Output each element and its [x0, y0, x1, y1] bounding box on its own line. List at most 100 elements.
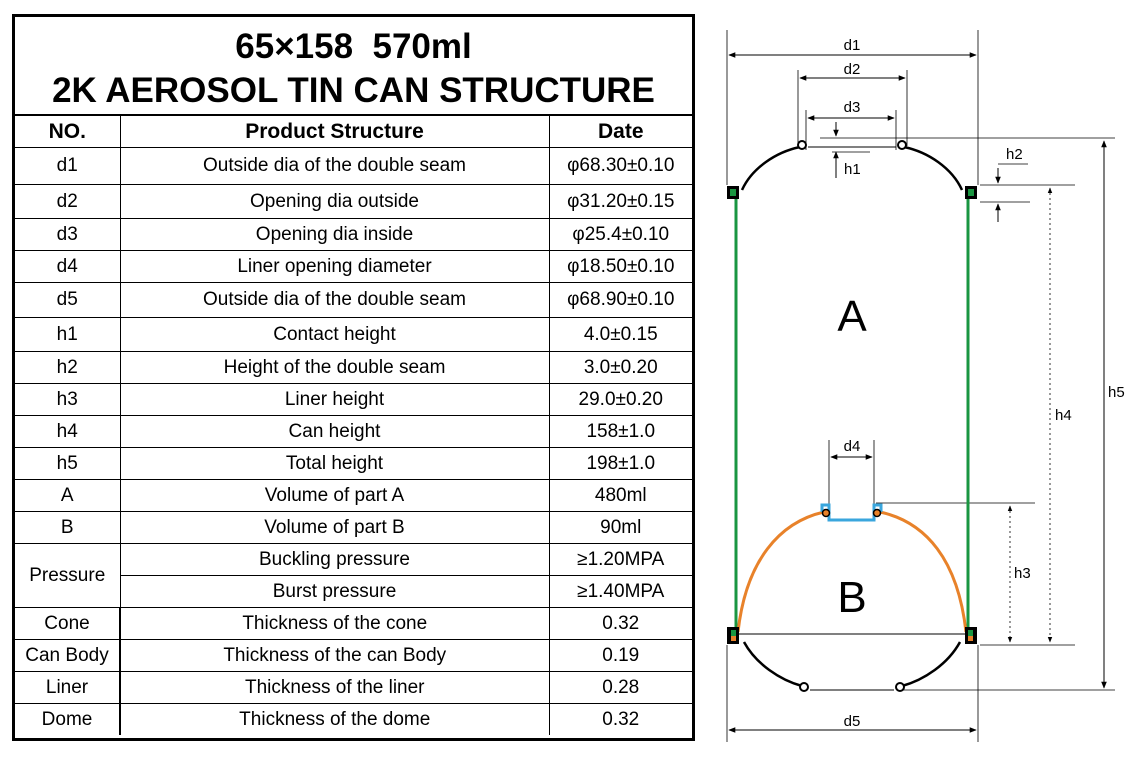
- pressure-label: Pressure: [15, 543, 121, 608]
- row-no: d2: [15, 184, 121, 219]
- dimension-h3: h3: [876, 502, 1035, 643]
- top-curl-left: [797, 140, 807, 150]
- dimension-d2: d2: [797, 61, 908, 146]
- liner-dome: [736, 510, 968, 633]
- top-seam-right: [965, 186, 977, 199]
- table-row: Burst pressure ≥1.40MPA: [15, 575, 692, 608]
- row-no: d4: [15, 250, 121, 283]
- dimension-d1: d1: [726, 30, 979, 185]
- bottom-curl-right: [895, 682, 905, 692]
- row-value: 0.32: [548, 607, 692, 640]
- row-no: d1: [15, 147, 121, 185]
- row-no: Dome: [15, 703, 121, 735]
- table-header-row: NO. Product Structure Date: [15, 116, 692, 148]
- part-label-a: A: [837, 292, 867, 341]
- row-structure: Thickness of the cone: [119, 607, 550, 640]
- row-structure: Outside dia of the double seam: [119, 282, 550, 318]
- table-row: d5 Outside dia of the double seam φ68.90…: [15, 282, 692, 318]
- label-h2: h2: [1006, 146, 1023, 163]
- liner-curl-left: [821, 508, 831, 518]
- row-value: 3.0±0.20: [548, 351, 692, 384]
- table-row: h2 Height of the double seam 3.0±0.20: [15, 351, 692, 384]
- row-value: ≥1.40MPA: [548, 575, 692, 608]
- table-row: Dome Thickness of the dome 0.32: [15, 703, 692, 735]
- row-structure: Opening dia inside: [119, 218, 550, 251]
- row-structure: Thickness of the liner: [119, 671, 550, 704]
- bottom-curl-left: [799, 682, 809, 692]
- spec-table: NO. Product Structure Date d1 Outside di…: [15, 116, 692, 735]
- row-value: 4.0±0.15: [548, 317, 692, 352]
- dimension-d3: d3: [805, 99, 897, 150]
- row-value: 90ml: [548, 511, 692, 544]
- column-header-value: Date: [548, 116, 692, 148]
- bottom-seam-left: [727, 627, 739, 644]
- row-no: d3: [15, 218, 121, 251]
- row-value: 480ml: [548, 479, 692, 512]
- row-structure: Can height: [119, 415, 550, 448]
- bottom-dome: [742, 641, 962, 688]
- row-structure: Thickness of the dome: [119, 703, 550, 735]
- row-value: φ68.90±0.10: [548, 282, 692, 318]
- dimension-h2: h2: [980, 146, 1075, 222]
- table-row: Can Body Thickness of the can Body 0.19: [15, 639, 692, 672]
- row-value: 0.28: [548, 671, 692, 704]
- dimension-h4: h4: [980, 187, 1075, 646]
- label-d3: d3: [844, 99, 861, 116]
- title-block: 65×158 570ml 2K AEROSOL TIN CAN STRUCTUR…: [15, 17, 692, 116]
- row-no: d5: [15, 282, 121, 318]
- bottom-seam-right: [965, 627, 977, 644]
- row-value: 158±1.0: [548, 415, 692, 448]
- row-no: h2: [15, 351, 121, 384]
- row-no: Can Body: [15, 639, 121, 672]
- table-row: d4 Liner opening diameter φ18.50±0.10: [15, 250, 692, 283]
- row-structure: Opening dia outside: [119, 184, 550, 219]
- row-no: B: [15, 511, 121, 544]
- spec-panel: 65×158 570ml 2K AEROSOL TIN CAN STRUCTUR…: [12, 14, 695, 741]
- row-value: 0.32: [548, 703, 692, 735]
- dimension-d5: d5: [726, 645, 979, 742]
- column-header-structure: Product Structure: [119, 116, 550, 148]
- top-curl-right: [897, 140, 907, 150]
- row-structure: Buckling pressure: [119, 543, 550, 576]
- label-h5: h5: [1108, 384, 1125, 401]
- row-structure: Burst pressure: [120, 575, 550, 608]
- row-no: h4: [15, 415, 121, 448]
- table-row: Pressure Buckling pressure ≥1.20MPA: [15, 543, 692, 608]
- row-value: φ31.20±0.15: [548, 184, 692, 219]
- label-h3: h3: [1014, 565, 1031, 582]
- liner-curl-right: [872, 508, 882, 518]
- row-no: h5: [15, 447, 121, 480]
- row-value: ≥1.20MPA: [548, 543, 692, 576]
- row-structure: Total height: [119, 447, 550, 480]
- title-line-2: 2K AEROSOL TIN CAN STRUCTURE: [52, 71, 655, 110]
- row-value: φ18.50±0.10: [548, 250, 692, 283]
- table-row: h4 Can height 158±1.0: [15, 415, 692, 448]
- top-cone: [740, 145, 964, 191]
- dimension-h1: h1: [820, 122, 900, 178]
- table-row: Liner Thickness of the liner 0.28: [15, 671, 692, 704]
- row-no: Liner: [15, 671, 121, 704]
- label-d4: d4: [844, 438, 861, 455]
- table-row: d1 Outside dia of the double seam φ68.30…: [15, 147, 692, 185]
- liner-top-cup: [820, 503, 883, 522]
- label-d2: d2: [844, 61, 861, 78]
- row-value: 29.0±0.20: [548, 383, 692, 416]
- table-row: Cone Thickness of the cone 0.32: [15, 607, 692, 640]
- column-header-no: NO.: [15, 116, 121, 148]
- row-value: φ68.30±0.10: [548, 147, 692, 185]
- row-value: φ25.4±0.10: [548, 218, 692, 251]
- can-structure-diagram: d1 d2 d3 h1 h2 h4 h5: [726, 30, 1125, 742]
- row-no: A: [15, 479, 121, 512]
- row-structure: Liner opening diameter: [119, 250, 550, 283]
- part-label-b: B: [837, 573, 866, 622]
- row-structure: Volume of part B: [119, 511, 550, 544]
- top-seam-left: [727, 186, 739, 199]
- row-structure: Outside dia of the double seam: [119, 147, 550, 185]
- row-structure: Thickness of the can Body: [119, 639, 550, 672]
- table-row: h1 Contact height 4.0±0.15: [15, 317, 692, 352]
- table-row: h5 Total height 198±1.0: [15, 447, 692, 480]
- row-no: Cone: [15, 607, 121, 640]
- dimension-h5: h5: [900, 137, 1125, 691]
- row-structure: Contact height: [119, 317, 550, 352]
- dimension-d4: d4: [828, 438, 875, 510]
